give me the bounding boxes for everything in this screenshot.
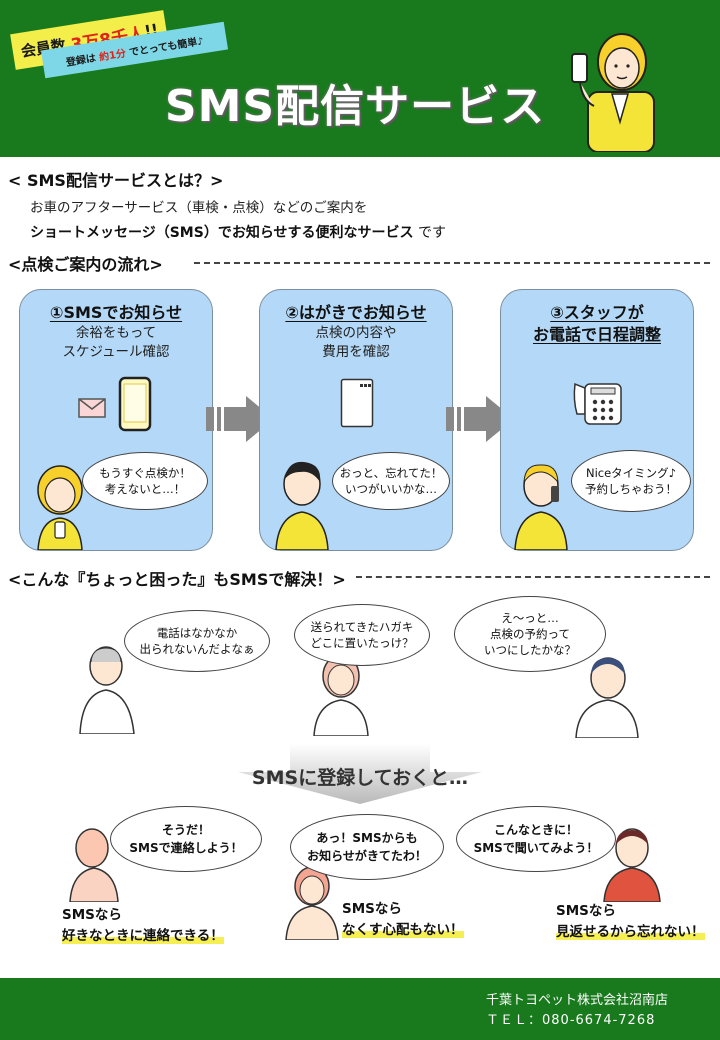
- trouble-bubble-3: え～っと… 点検の予約っていつにしたかな？: [454, 596, 606, 672]
- trouble-bubble-1-line-1: 電話はなかなか: [156, 626, 238, 640]
- postcard-icon: [340, 378, 374, 428]
- footer-banner: [0, 978, 720, 1040]
- step-3-title-2: お電話で日程調整: [532, 325, 661, 344]
- register-badge-label: 登録は: [65, 52, 97, 69]
- step-1-sub-2: スケジュール確認: [62, 344, 170, 360]
- result-3-line-1: SMSなら: [556, 903, 616, 919]
- flow-step-3: ③スタッフが お電話で日程調整 Niceタイミング♪ 予約しちゃおう！: [500, 289, 694, 551]
- result-2: SMSなら なくす心配もない！: [342, 899, 464, 941]
- intro-line-2-tail: です: [418, 225, 446, 241]
- solution-bubble-2-line-2: お知らせがきてたわ！: [307, 849, 427, 863]
- trouble-heading: <こんな『ちょっと困った』もSMSで解決！>: [8, 570, 346, 589]
- trouble-bubble-3-line-2: 点検の予約って: [490, 627, 570, 641]
- flow-heading-divider: [194, 262, 710, 264]
- trouble-bubble-2: 送られてきたハガキどこに置いたっけ？: [294, 604, 430, 666]
- smartphone-icon: [118, 376, 152, 432]
- step-3-title-1: ③スタッフが: [550, 303, 644, 322]
- intro-line-2-bold: ショートメッセージ（SMS）でお知らせする便利なサービス: [30, 225, 414, 241]
- intro-line-2: ショートメッセージ（SMS）でお知らせする便利なサービス です: [30, 222, 446, 242]
- result-1: SMSなら 好きなときに連絡できる！: [62, 905, 224, 947]
- register-prompt: SMSに登録しておくと…: [251, 767, 469, 789]
- step-1-bubble-line-1: もうすぐ点検か！: [99, 466, 191, 480]
- step-1-bubble-line-2: 考えないと…！: [104, 482, 186, 496]
- page-title: SMS配信サービス: [164, 81, 546, 132]
- solution-bubble-3-line-2: SMSで聞いてみよう！: [473, 841, 599, 855]
- step-2-bubble-line-1: おっと、忘れてた！: [339, 466, 443, 480]
- step-2-sub-2: 費用を確認: [322, 344, 390, 360]
- result-3-line-2: 見返せるから忘れない！: [556, 924, 705, 940]
- result-1-line-2: 好きなときに連絡できる！: [62, 928, 224, 944]
- flow-heading: <点検ご案内の流れ>: [8, 255, 163, 274]
- solution-bubble-2-line-1: あっ！SMSからも: [316, 831, 418, 845]
- elderly-man-idea-illustration: [69, 828, 119, 902]
- trouble-bubble-3-line-1: え～っと…: [501, 611, 559, 625]
- trouble-bubble-2-line-1: 送られてきたハガキ: [310, 620, 414, 634]
- step-2-sub-1: 点検の内容や: [315, 325, 397, 341]
- trouble-bubble-1: 電話はなかなか出られないんだよなぁ: [124, 610, 270, 672]
- result-2-line-2: なくす心配もない！: [342, 922, 464, 938]
- step-3-bubble-line-2: 予約しちゃおう！: [585, 482, 677, 496]
- trouble-bubble-3-line-3: いつにしたかな？: [484, 643, 576, 657]
- company-name: 千葉トヨペット株式会社沼南店: [486, 993, 669, 1008]
- envelope-icon: [78, 398, 106, 418]
- woman-happy-phone-illustration: [285, 866, 339, 940]
- trouble-bubble-1-line-2: 出られないんだよなぁ: [139, 642, 255, 656]
- woman-reading-phone-illustration: [37, 465, 83, 550]
- solution-bubble-3: こんなときに！ SMSで聞いてみよう！: [456, 806, 616, 872]
- register-time: 約1分: [98, 47, 127, 64]
- step-3-bubble-line-1: Niceタイミング♪: [585, 466, 677, 480]
- trouble-heading-divider: [356, 576, 710, 578]
- intro-heading: < SMS配信サービスとは？>: [8, 171, 224, 190]
- flow-step-2: ②はがきでお知らせ 点検の内容や 費用を確認 おっと、忘れてた！ いつがいいかな…: [259, 289, 453, 551]
- register-badge-suffix: でとっても簡単♪: [128, 35, 205, 59]
- staff-phone-illustration: [514, 464, 568, 550]
- step-2-title: ②はがきでお知らせ: [285, 303, 427, 322]
- result-1-line-1: SMSなら: [62, 907, 122, 923]
- desk-phone-icon: [573, 382, 622, 425]
- step-1-title: ①SMSでお知らせ: [49, 303, 183, 322]
- step-2-bubble-line-2: いつがいいかな…: [344, 482, 437, 496]
- solution-bubble-1-line-2: SMSで連絡しよう！: [129, 841, 243, 855]
- solution-bubble-1: そうだ！ SMSで連絡しよう！: [110, 806, 262, 872]
- intro-line-1: お車のアフターサービス（車検・点検）などのご案内を: [30, 200, 368, 216]
- man-thinking-red-illustration: [603, 828, 661, 902]
- solution-bubble-1-line-1: そうだ！: [161, 823, 210, 837]
- step-3-bubble: Niceタイミング♪ 予約しちゃおう！: [571, 450, 691, 512]
- step-1-bubble: もうすぐ点検か！ 考えないと…！: [82, 452, 208, 510]
- woman-phone-illustration: [571, 33, 655, 152]
- step-1-sub-1: 余裕をもって: [75, 325, 157, 341]
- man-phone-thinking-illustration: [575, 657, 639, 738]
- trouble-bubble-2-line-2: どこに置いたっけ？: [310, 636, 414, 650]
- result-2-line-1: SMSなら: [342, 901, 402, 917]
- arrow-down-icon: [238, 744, 482, 804]
- step-2-bubble: おっと、忘れてた！ いつがいいかな…: [332, 452, 450, 510]
- flow-step-1: ①SMSでお知らせ 余裕をもって スケジュール確認 もうすぐ点検か！ 考えないと……: [19, 289, 213, 551]
- phone-number: ＴＥＬ：080-6674-7268: [486, 1013, 656, 1028]
- man-thinking-illustration: [275, 461, 329, 550]
- result-3: SMSなら 見返せるから忘れない！: [556, 901, 705, 943]
- elderly-man-worried-illustration: [79, 646, 135, 734]
- solution-bubble-2: あっ！SMSからもお知らせがきてたわ！: [290, 814, 444, 880]
- solution-bubble-3-line-1: こんなときに！: [493, 823, 578, 837]
